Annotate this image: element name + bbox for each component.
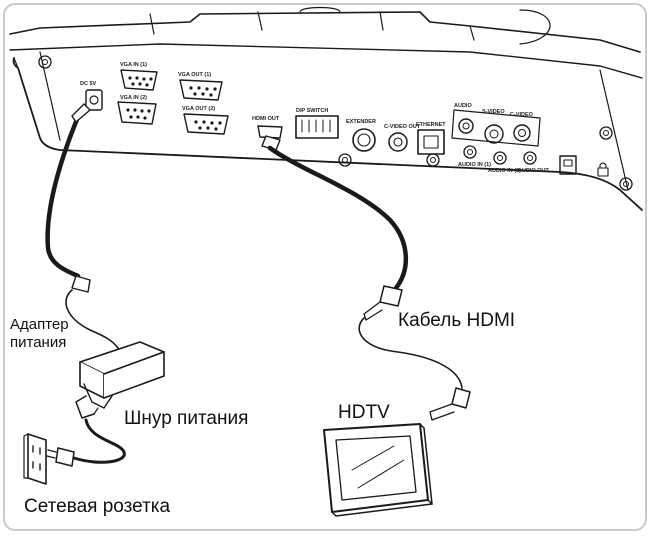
adapter-label-line1: Адаптер (10, 316, 69, 333)
power-cord-label: Шнур питания (124, 408, 249, 429)
port-label-vga-in-1: VGA IN (1) (120, 62, 147, 68)
outlet-label: Сетевая розетка (24, 496, 171, 517)
port-label-vga-out-1: VGA OUT (1) (178, 72, 211, 78)
port-label-hdmi-out: HDMI OUT (252, 116, 280, 122)
device-rear-panel (9, 6, 643, 211)
port-label-cvideo: C-VIDEO (510, 112, 534, 118)
power-cable (45, 103, 119, 349)
power-adapter (75, 341, 165, 419)
diagram-frame (3, 3, 647, 531)
port-label-audio-out: AUDIO OUT (518, 168, 550, 174)
port-labels: DC 5V VGA IN (1) VGA IN (2) VGA OUT (1) … (80, 62, 550, 174)
port-label-vga-in-2: VGA IN (2) (120, 95, 147, 101)
port-label-audio-in-2: AUDIO IN (2) (488, 168, 521, 174)
port-label-ethernet: ETHERNET (416, 122, 446, 128)
wall-outlet (23, 433, 47, 485)
power-cord (46, 418, 126, 467)
port-label-extender: EXTENDER (346, 119, 376, 125)
adapter-label: Адаптер питания (10, 316, 69, 352)
port-label-audio-in-1: AUDIO IN (1) (458, 162, 491, 168)
hdmi-cable-label: Кабель HDMI (398, 310, 516, 331)
hdtv (323, 423, 433, 517)
port-label-cvideo-out: C-VIDEO OUT (384, 124, 421, 130)
port-label-dc: DC 5V (80, 81, 97, 87)
port-label-dip-switch: DIP SWITCH (296, 108, 328, 114)
port-label-audio: AUDIO (454, 103, 472, 109)
hdmi-cable (261, 135, 471, 421)
adapter-label-line2: питания (10, 334, 67, 351)
port-label-svideo: S-VIDEO (482, 109, 505, 115)
hdtv-label: HDTV (338, 402, 390, 423)
port-label-vga-out-2: VGA OUT (2) (182, 106, 215, 112)
